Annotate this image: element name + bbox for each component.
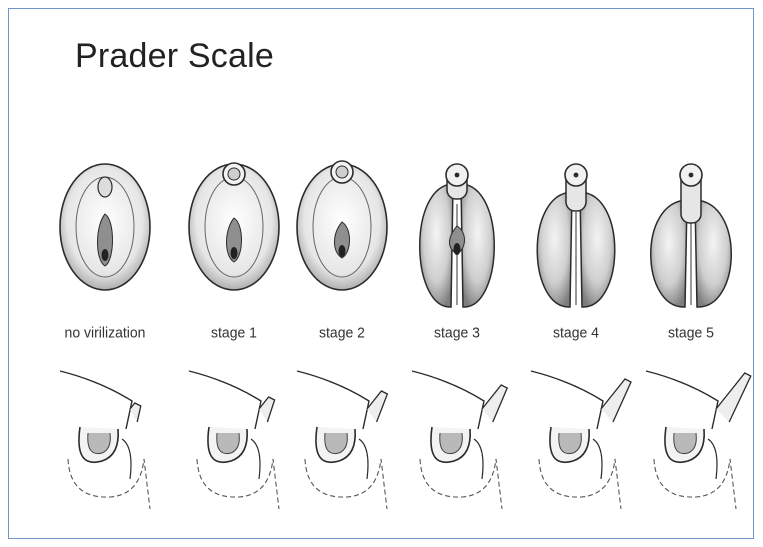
- genital-tubercle: [482, 385, 507, 422]
- perineal-outline: [305, 459, 387, 509]
- orifice: [231, 247, 238, 259]
- perineal-outline: [654, 459, 736, 509]
- left-fold: [537, 192, 572, 307]
- right-fold: [461, 184, 494, 307]
- left-fold: [420, 184, 453, 307]
- perineal-outline: [420, 459, 502, 509]
- sagittal-section-drawing-0: [60, 371, 150, 509]
- stage-label: stage 4: [516, 324, 636, 341]
- meatus: [689, 173, 694, 178]
- stage-label: stage 3: [397, 324, 517, 341]
- sagittal-section-drawing-3: [412, 371, 507, 509]
- meatus: [574, 173, 579, 178]
- urogenital-sinus: [251, 439, 260, 479]
- urogenital-sinus: [474, 439, 483, 479]
- sagittal-section-drawing-1: [189, 371, 279, 509]
- urogenital-sinus: [593, 439, 602, 479]
- external-genitalia-drawing-2: [297, 161, 387, 290]
- urogenital-sinus: [122, 439, 131, 479]
- stage-label: stage 5: [631, 324, 751, 341]
- urogenital-sinus: [359, 439, 368, 479]
- stage-label: stage 2: [282, 324, 402, 341]
- external-genitalia-drawing-1: [189, 163, 279, 290]
- urogenital-sinus: [708, 439, 717, 479]
- abdominal-contour: [297, 371, 369, 429]
- stage-label: stage 1: [174, 324, 294, 341]
- clitoris: [98, 177, 112, 197]
- orifice: [339, 245, 346, 257]
- abdominal-contour: [531, 371, 603, 429]
- orifice: [454, 243, 461, 255]
- external-genitalia-drawing-0: [60, 164, 150, 290]
- meatus: [455, 173, 460, 178]
- perineal-outline: [197, 459, 279, 509]
- illustration-canvas: [9, 9, 755, 540]
- genital-tubercle: [716, 373, 751, 422]
- sagittal-section-drawing-5: [646, 371, 751, 509]
- perineal-outline: [539, 459, 621, 509]
- abdominal-contour: [412, 371, 484, 429]
- sagittal-section-drawing-4: [531, 371, 631, 509]
- abdominal-contour: [646, 371, 718, 429]
- glans-inner: [228, 168, 240, 180]
- abdominal-contour: [189, 371, 261, 429]
- sagittal-section-drawing-2: [297, 371, 387, 509]
- external-genitalia-drawing-4: [537, 164, 615, 307]
- external-genitalia-drawing-3: [420, 164, 495, 307]
- orifice: [102, 249, 109, 261]
- genital-tubercle: [601, 379, 631, 422]
- abdominal-contour: [60, 371, 132, 429]
- glans-inner: [336, 166, 348, 178]
- external-genitalia-drawing-5: [651, 164, 732, 307]
- stage-label: no virilization: [45, 324, 165, 341]
- perineal-outline: [68, 459, 150, 509]
- right-fold: [580, 192, 615, 307]
- genital-tubercle: [367, 391, 387, 422]
